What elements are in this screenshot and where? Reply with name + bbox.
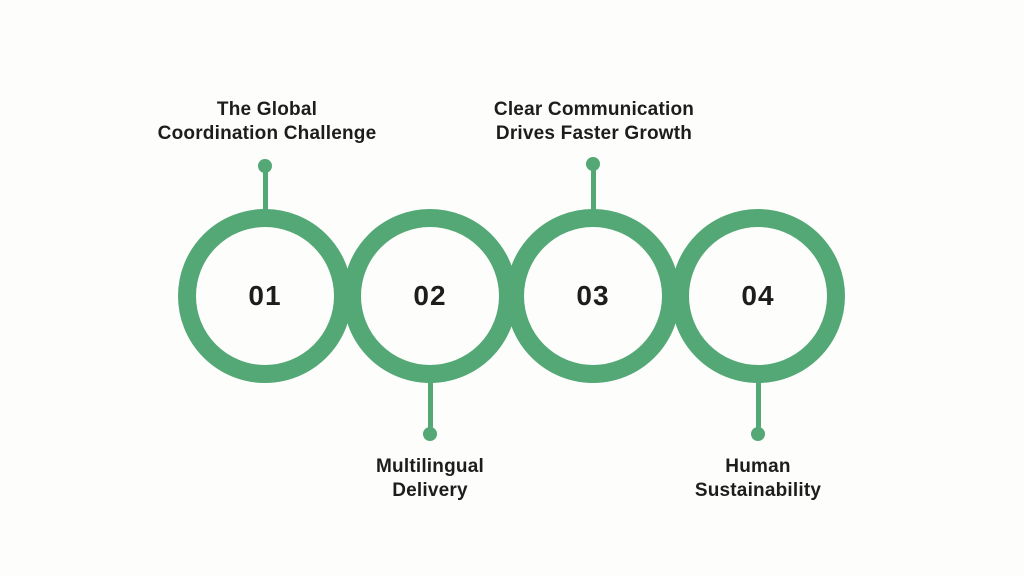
- step-4-label: Human Sustainability: [608, 455, 908, 503]
- step-2-label-line-1: Multilingual: [376, 456, 484, 477]
- step-2-circle: 02: [343, 209, 517, 383]
- step-1-label-line-2: Coordination Challenge: [157, 123, 377, 144]
- step-3-circle: 03: [506, 209, 680, 383]
- step-3-label: Clear Communication Drives Faster Growth: [444, 98, 744, 146]
- step-3-connector-line: [591, 163, 596, 213]
- step-4-number: 04: [741, 280, 775, 311]
- step-2-label-line-2: Delivery: [392, 480, 468, 501]
- step-3-label-line-2: Drives Faster Growth: [495, 123, 693, 144]
- step-2-connector-line: [428, 380, 433, 434]
- step-1-label: The Global Coordination Challenge: [117, 98, 417, 146]
- step-2-number: 02: [413, 280, 447, 311]
- step-1-connector-line: [263, 165, 268, 213]
- step-1-label-line-1: The Global: [216, 99, 318, 120]
- step-4-label-line-2: Sustainability: [694, 480, 822, 501]
- step-4-label-line-1: Human: [725, 456, 791, 477]
- step-2-label: Multilingual Delivery: [280, 455, 580, 503]
- step-4-connector-line: [756, 380, 761, 434]
- step-2-connector-dot: [423, 427, 437, 441]
- step-3-number: 03: [576, 280, 610, 311]
- step-1-number: 01: [248, 280, 282, 311]
- step-4-circle: 04: [671, 209, 845, 383]
- step-4-connector-dot: [751, 427, 765, 441]
- step-1-circle: 01: [178, 209, 352, 383]
- step-3-label-line-1: Clear Communication: [493, 99, 695, 120]
